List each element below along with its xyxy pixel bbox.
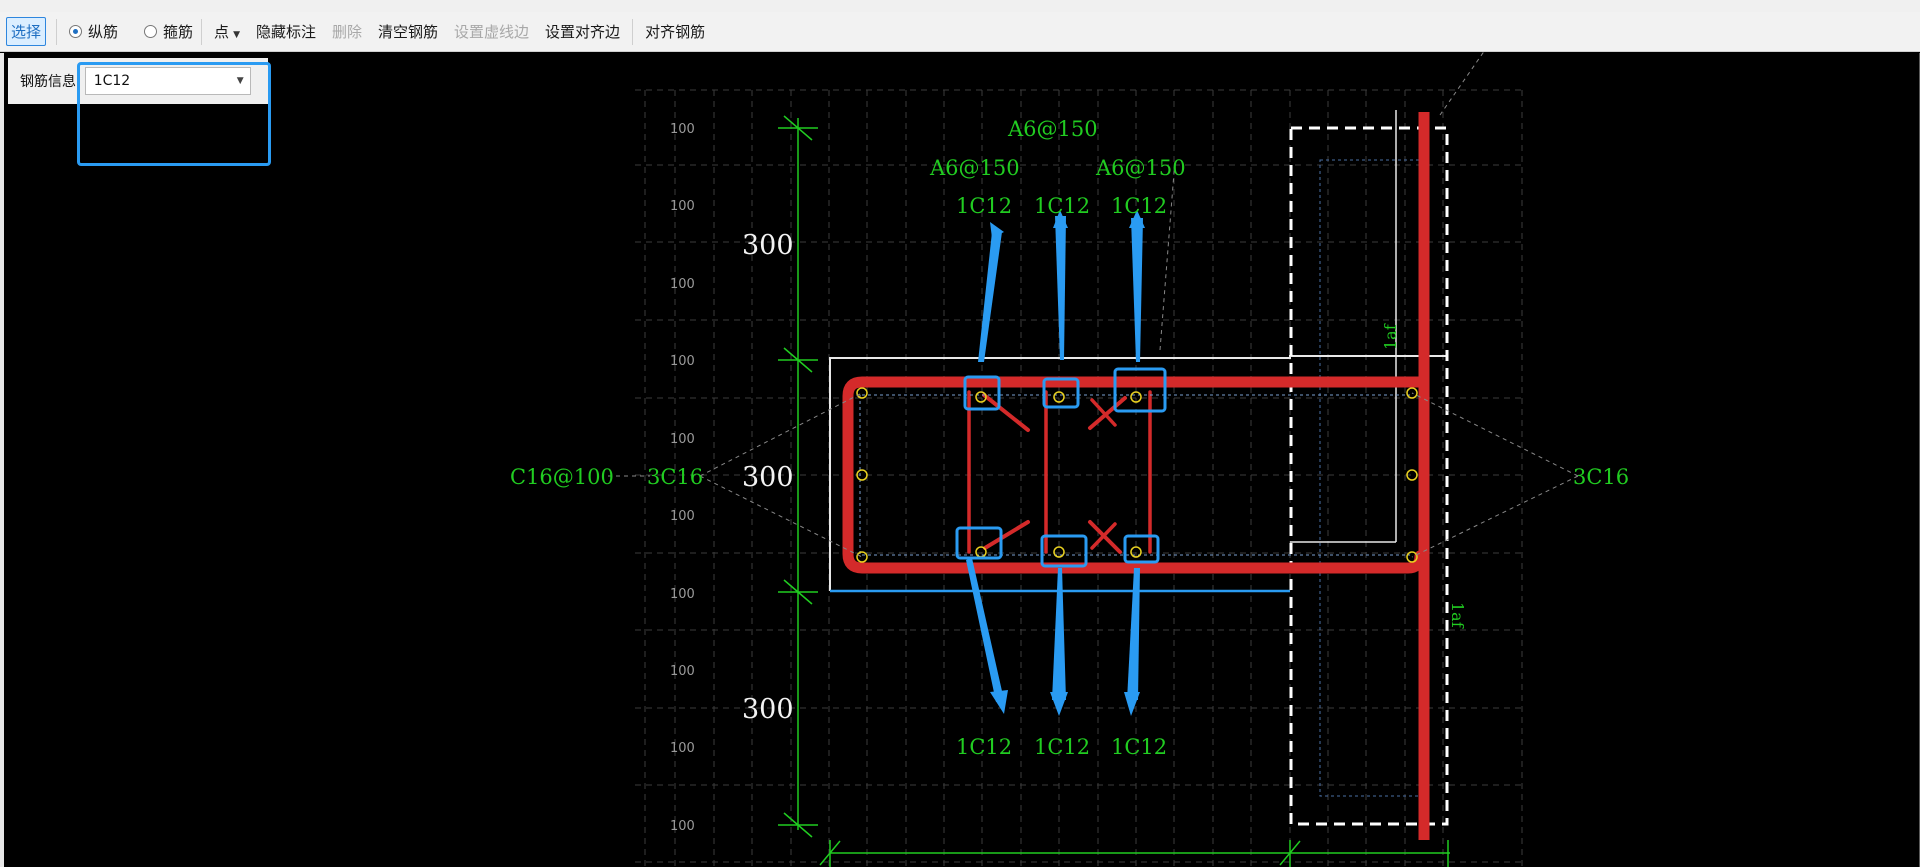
grid-label: 100 [670, 354, 695, 369]
rebar-label-top-3: 1C12 [1111, 194, 1167, 218]
toolbar-separator [632, 18, 634, 45]
rebar-points[interactable] [856, 387, 1418, 563]
rebar-label-bottom-2: 1C12 [1034, 735, 1090, 759]
dimension-300-bottom: 300 [742, 694, 794, 725]
left-border [0, 53, 4, 867]
rebar-label-top-1: 1C12 [956, 194, 1012, 218]
stirrup-label-top: A6@150 [1007, 117, 1098, 141]
longitudinal-radio-label: 纵筋 [88, 23, 119, 41]
rebar-info-combobox[interactable]: 1C12 ▼ [84, 67, 251, 95]
grid-label: 100 [670, 664, 695, 679]
toolbar-separator [201, 18, 203, 45]
rebar-info-label: 钢筋信息: [20, 74, 81, 90]
distribution-label-left: C16@100 [510, 465, 614, 489]
grid-label: 100 [670, 277, 695, 292]
align-rebar-button[interactable]: 对齐钢筋 [645, 23, 706, 41]
rebar-cage [842, 112, 1430, 840]
grid-labels: 100 100 100 100 100 100 100 100 100 100 [670, 122, 695, 834]
laf-label-bottom: 1af [1448, 602, 1467, 629]
grid-label: 100 [670, 741, 695, 756]
grid-label: 100 [670, 819, 695, 834]
radio-checked-icon [69, 25, 83, 38]
point-dropdown-label: 点 [214, 23, 230, 41]
horizontal-dimension [819, 840, 1450, 867]
set-align-edge-button[interactable]: 设置对齐边 [545, 23, 621, 41]
rebar-label-bottom-1: 1C12 [956, 735, 1012, 759]
rebar-info-value: 1C12 [93, 73, 131, 89]
set-dashed-edge-button[interactable]: 设置虚线边 [454, 23, 530, 41]
grid-label: 100 [670, 587, 695, 602]
rebar-info-panel: 钢筋信息: 1C12 ▼ [8, 58, 268, 104]
toolbar: 选择 纵筋 箍筋 点▼ 隐藏标注 删除 清空钢筋 设置虚线边 设置对齐边 对齐钢… [0, 12, 1920, 52]
stirrup-radio[interactable]: 箍筋 [144, 21, 193, 42]
stirrup-label-left: A6@150 [929, 156, 1020, 180]
point-dropdown-button[interactable]: 点▼ [214, 21, 240, 42]
selection-boxes [955, 367, 1167, 568]
stirrup-radio-label: 箍筋 [163, 23, 194, 41]
bars-label-right: 3C16 [1573, 465, 1629, 489]
grid-label: 100 [670, 122, 695, 137]
toolbar-separator [56, 18, 58, 45]
leader-arrows [966, 210, 1145, 716]
chevron-down-icon: ▼ [233, 30, 240, 40]
chevron-down-icon[interactable]: ▼ [236, 76, 244, 86]
radio-unchecked-icon [144, 25, 158, 38]
dimension-300-top: 300 [742, 230, 794, 261]
inner-guides [859, 394, 1410, 556]
rebar-label-bottom-3: 1C12 [1111, 735, 1167, 759]
stirrup-label-right: A6@150 [1095, 156, 1186, 180]
longitudinal-radio[interactable]: 纵筋 [69, 21, 118, 42]
clear-rebar-button[interactable]: 清空钢筋 [378, 23, 439, 41]
grid-label: 100 [670, 199, 695, 214]
dimension-300-mid: 300 [742, 462, 794, 493]
label-leaders [608, 49, 1579, 558]
delete-button[interactable]: 删除 [332, 23, 363, 41]
bars-label-left: 3C16 [647, 465, 703, 489]
select-button[interactable]: 选择 [6, 17, 47, 46]
vertical-dimension [778, 115, 818, 838]
laf-label-top: 1af [1381, 323, 1400, 350]
grid-label: 100 [670, 432, 695, 447]
hide-labels-button[interactable]: 隐藏标注 [255, 23, 316, 41]
rebar-label-top-2: 1C12 [1034, 194, 1090, 218]
grid-label: 100 [670, 509, 695, 524]
